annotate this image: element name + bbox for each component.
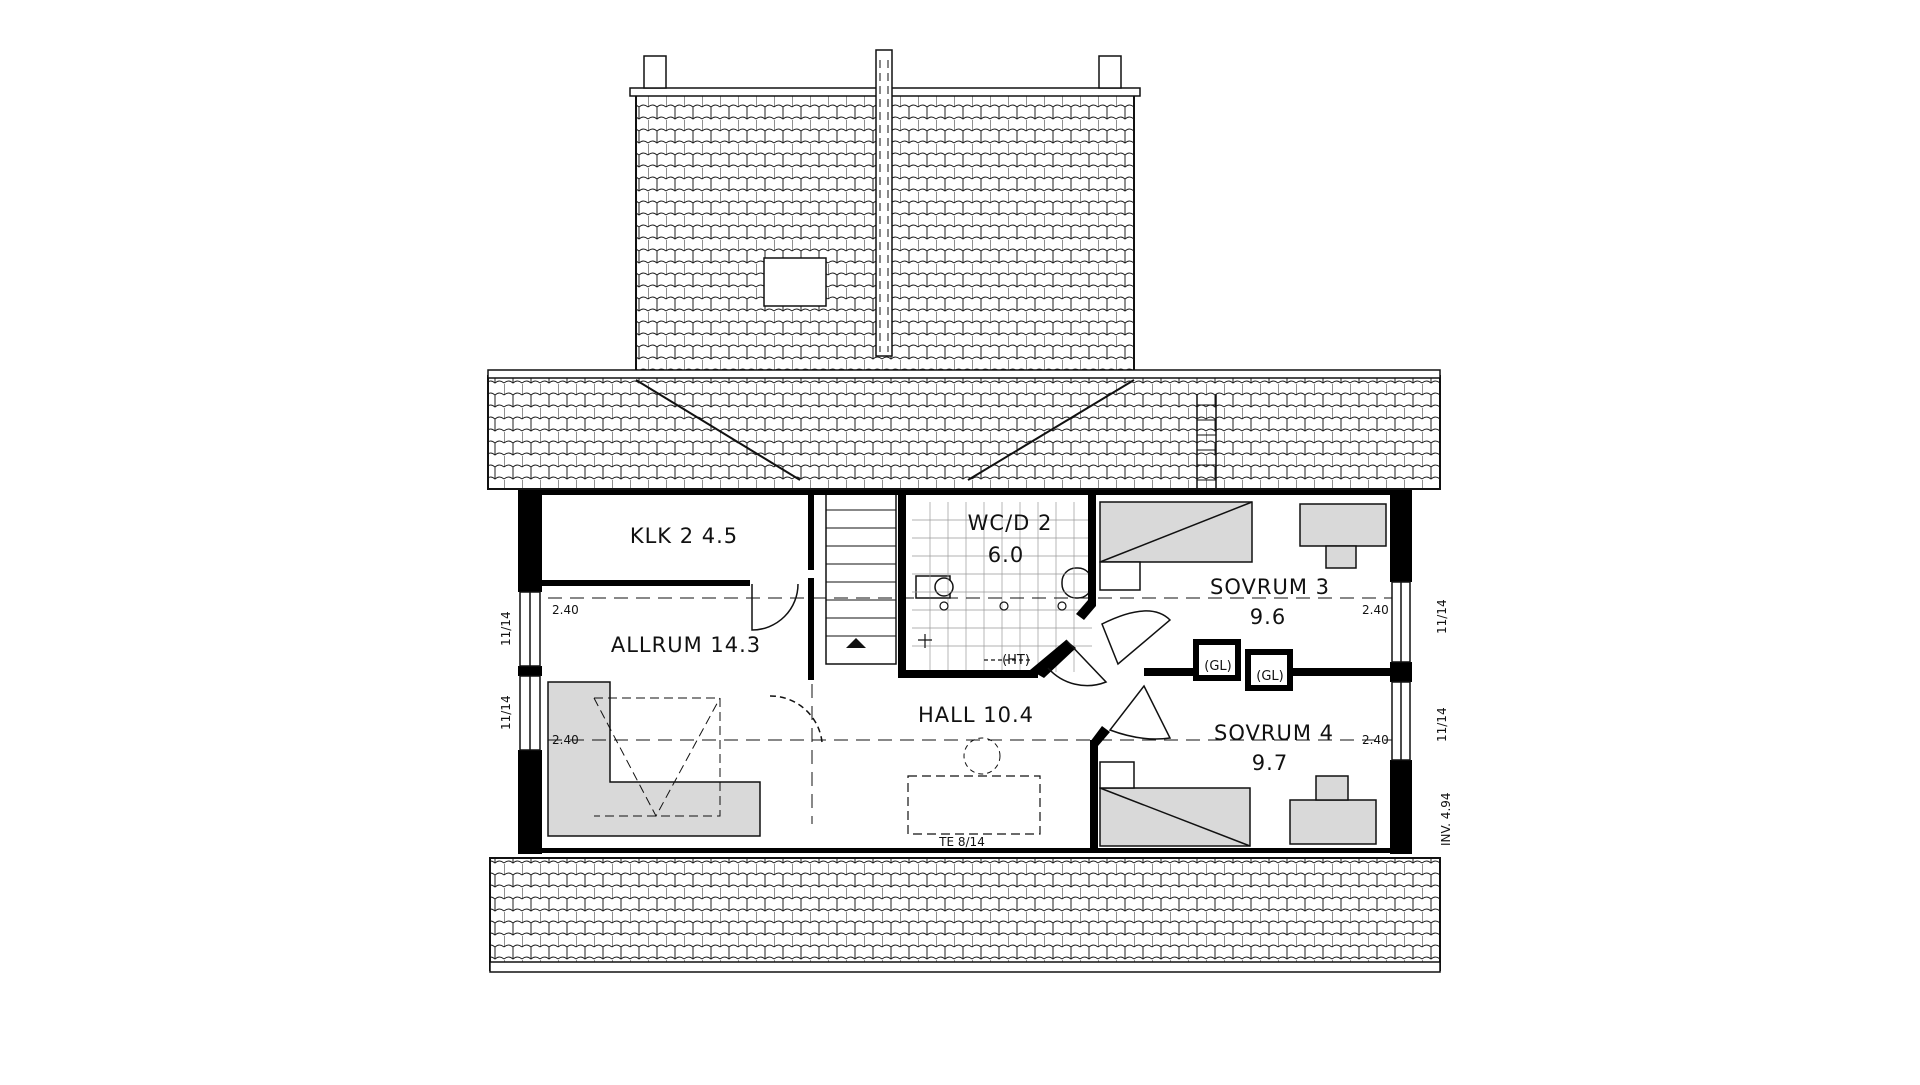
room-label-klk2: KLK 2 4.5 — [630, 524, 738, 548]
door-wc — [1047, 639, 1108, 687]
window-label-right-1: 11/14 — [1435, 599, 1449, 634]
window-label-left-1: 11/14 — [499, 611, 513, 646]
roof — [487, 49, 1441, 973]
desk-sovrum4 — [1289, 799, 1377, 845]
sink-wc — [1061, 567, 1093, 599]
height-label-allrum: 2.40 — [552, 603, 579, 617]
door-sovrum4 — [1108, 684, 1172, 740]
room-label-wcd2-name: WC/D 2 — [968, 511, 1053, 535]
room-label-allrum: ALLRUM 14.3 — [611, 633, 761, 657]
window-label-left-2: 11/14 — [499, 695, 513, 730]
fixture-label-te: TE 8/14 — [938, 835, 985, 849]
desk-sovrum3 — [1299, 503, 1387, 547]
sofa — [547, 681, 761, 837]
windows — [519, 581, 1411, 761]
roof-ladder — [1196, 394, 1217, 488]
drain-icon — [939, 601, 949, 611]
roof-upper-band — [487, 375, 1441, 490]
gl-box-2 — [1245, 649, 1293, 691]
wall-left-top — [518, 490, 542, 592]
fixture-label-ht: (HT) — [1002, 653, 1030, 668]
doors — [751, 583, 1172, 743]
wall-left-mid — [518, 666, 542, 676]
roof-window — [763, 257, 827, 307]
door-klk — [751, 583, 799, 631]
room-label-sovrum3-name: SOVRUM 3 — [1210, 575, 1330, 599]
wall-right-mid — [1390, 662, 1412, 682]
room-label-wcd2-area: 6.0 — [988, 543, 1024, 567]
wall-left-bottom — [518, 750, 542, 854]
fixture-label-gl-1: (GL) — [1204, 659, 1231, 674]
roof-ridge — [875, 49, 893, 357]
bath-symbols — [918, 601, 1067, 661]
wall-right-top — [1390, 490, 1412, 582]
gl-box-1 — [1193, 639, 1241, 681]
chimney-left — [643, 55, 667, 89]
window-label-right-2: 11/14 — [1435, 707, 1449, 742]
labels: KLK 2 4.5 WC/D 2 6.0 SOVRUM 3 9.6 ALLRUM… — [499, 511, 1453, 849]
roof-lower-band — [489, 857, 1441, 971]
hall-table — [907, 775, 1041, 835]
furniture — [547, 493, 1387, 847]
room-label-sovrum4-area: 9.7 — [1252, 751, 1288, 775]
height-label-sovrum3: 2.40 — [1362, 603, 1389, 617]
bathroom-tiles — [912, 502, 1092, 672]
wall-right-bottom — [1390, 760, 1412, 854]
height-label-allrum-2: 2.40 — [552, 733, 579, 747]
room-label-sovrum4-name: SOVRUM 4 — [1214, 721, 1334, 745]
fixture-label-gl-2: (GL) — [1256, 669, 1283, 684]
inv-label: INV. 4.94 — [1439, 792, 1453, 846]
staircase — [825, 493, 897, 665]
height-label-sovrum4: 2.40 — [1362, 733, 1389, 747]
chimney-right — [1098, 55, 1122, 89]
room-label-hall: HALL 10.4 — [918, 703, 1034, 727]
drain-icon-3 — [1057, 601, 1067, 611]
height-lines — [526, 596, 1402, 824]
walls — [518, 490, 1412, 854]
room-label-sovrum3-area: 9.6 — [1250, 605, 1286, 629]
door-sovrum3 — [1101, 610, 1172, 666]
drain-icon-2 — [999, 601, 1009, 611]
